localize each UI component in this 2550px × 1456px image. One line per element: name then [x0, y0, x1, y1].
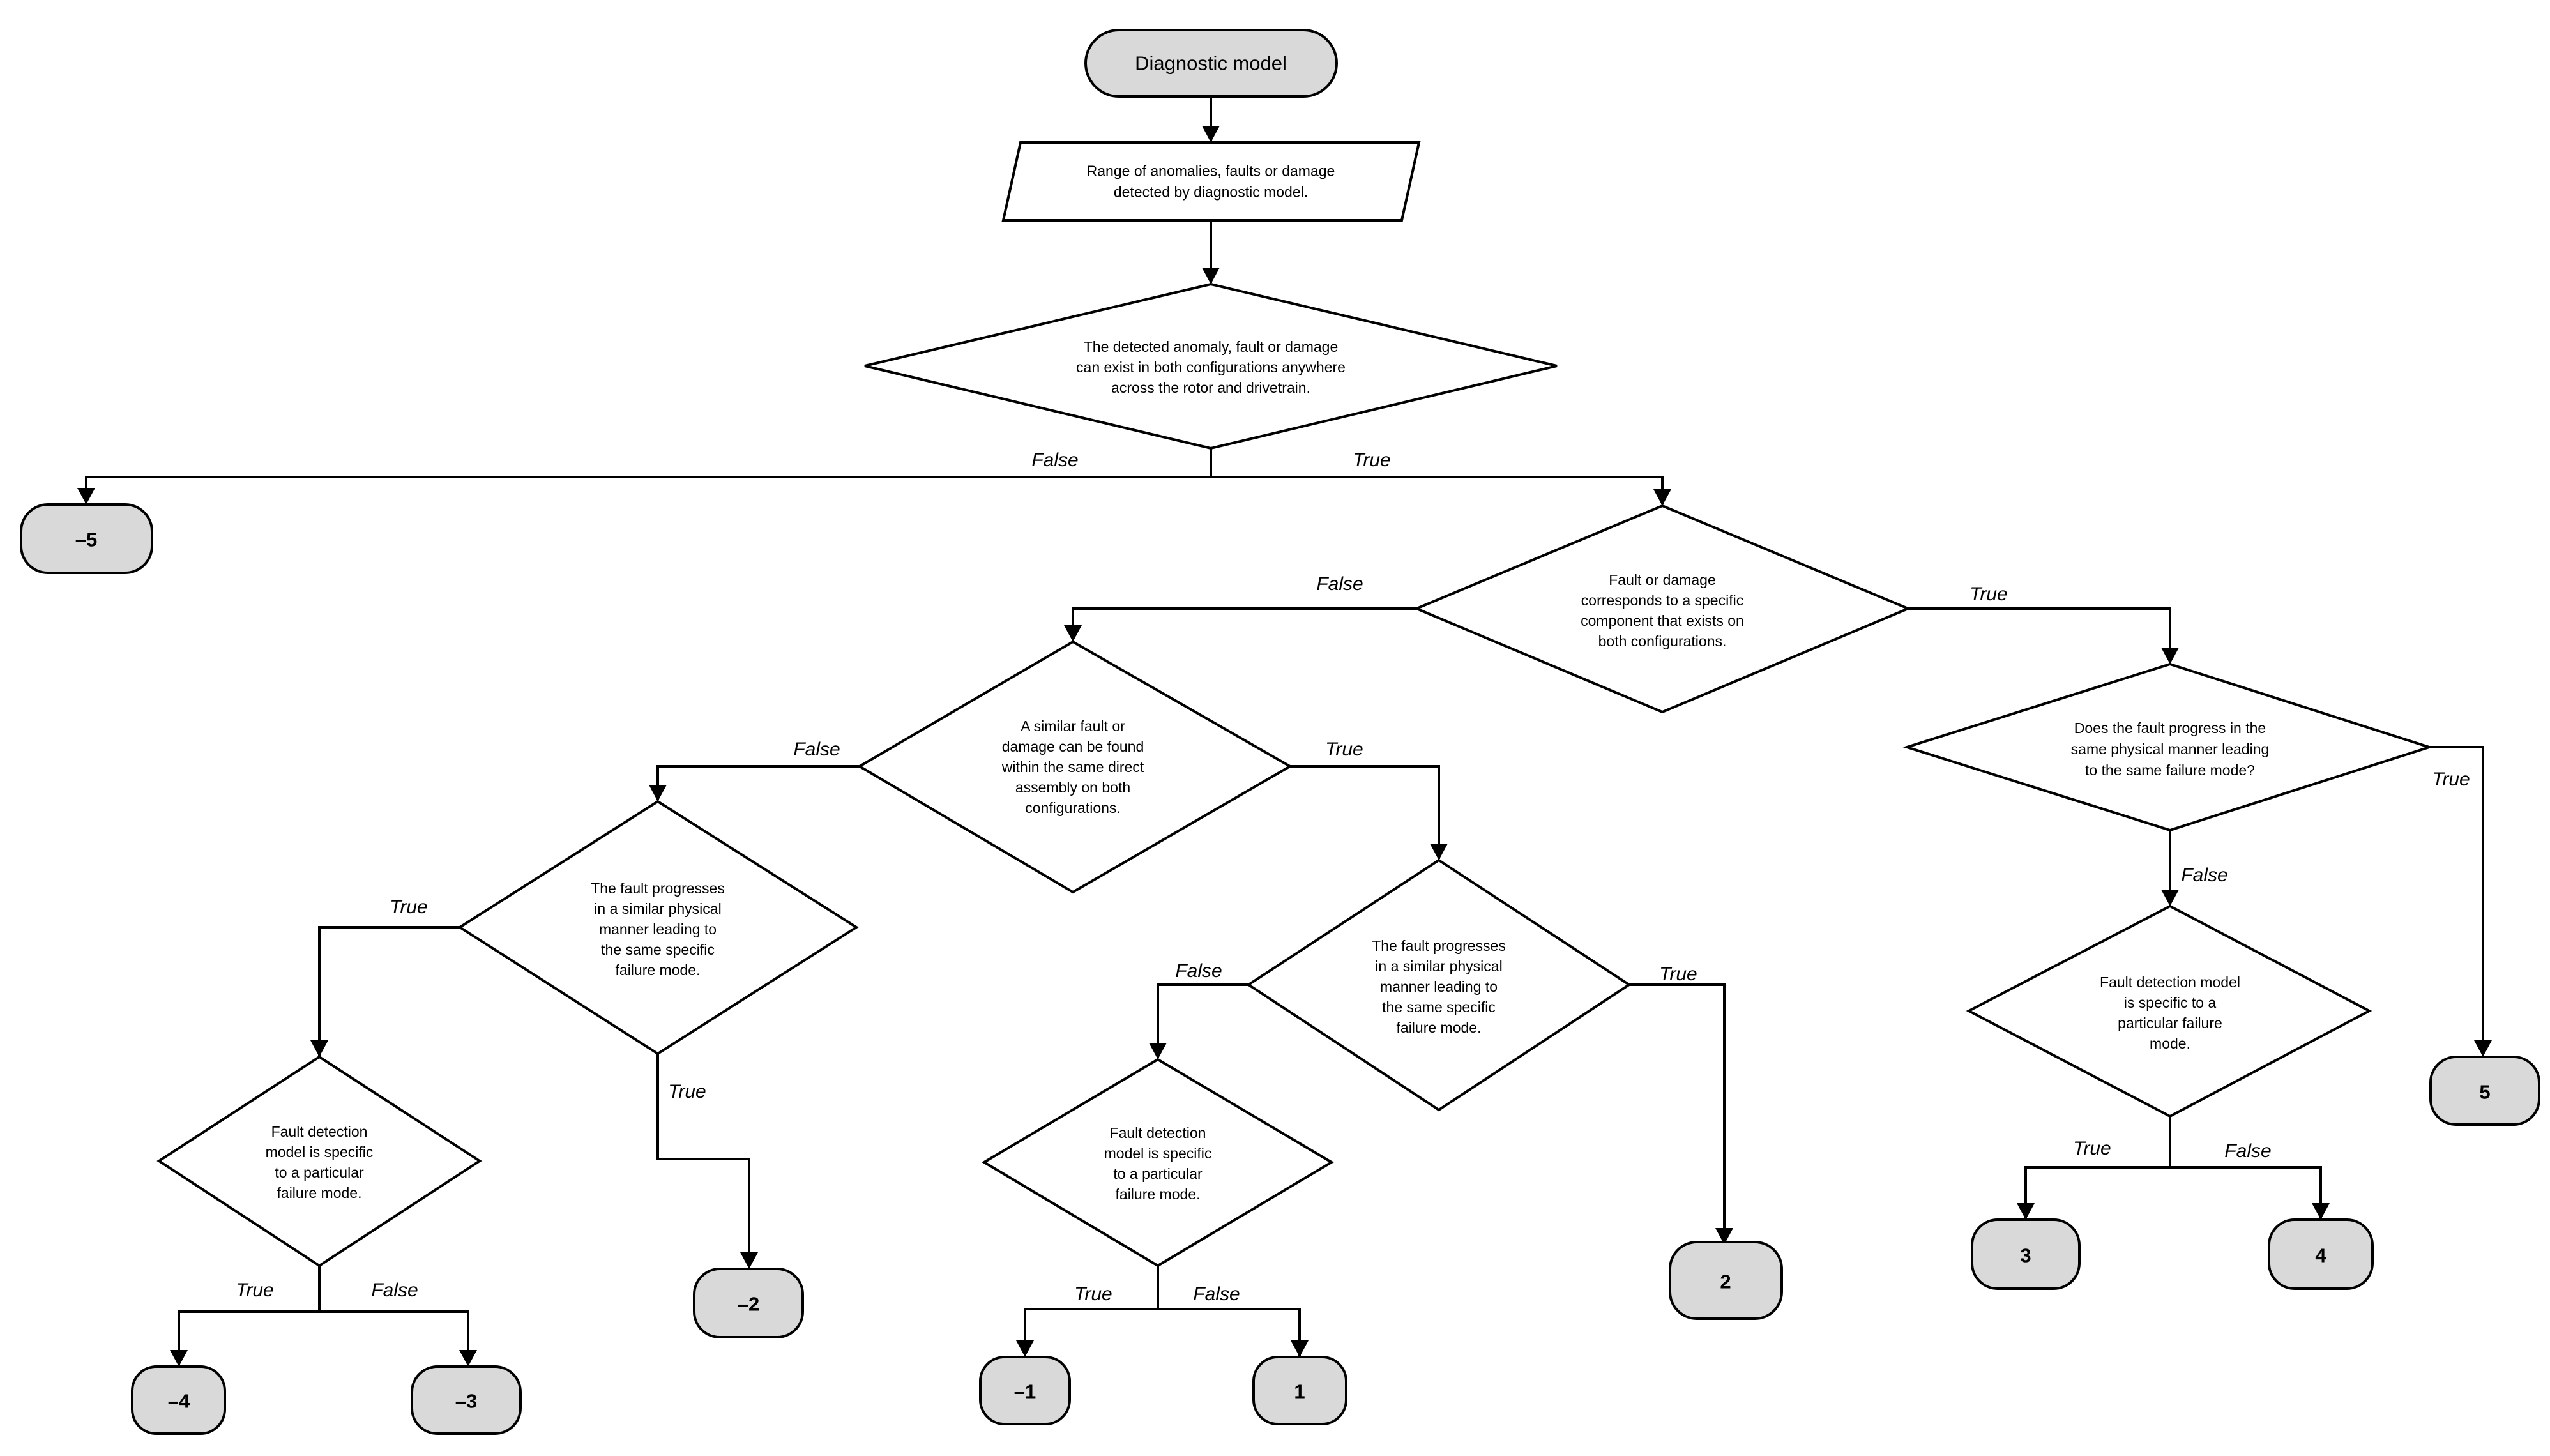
outcome-p3-label: 3 [2020, 1245, 2031, 1267]
label-d1-false: False [1031, 450, 1078, 471]
label-d7-false: False [371, 1280, 418, 1301]
label-d9-true: True [2073, 1138, 2111, 1159]
label-d4-false: False [2181, 865, 2227, 886]
label-d2-true: True [1969, 584, 2007, 605]
start-node: Diagnostic model [1084, 29, 1338, 98]
label-d4-true: True [2432, 769, 2470, 790]
outcome-p5-label: 5 [2479, 1081, 2490, 1103]
label-d6-false: False [1175, 960, 1222, 982]
outcome-p4-label: 4 [2315, 1245, 2326, 1267]
outcome-p2-label: 2 [1720, 1271, 1731, 1293]
label-d3-false: False [793, 739, 840, 760]
label-d6-true: True [1659, 964, 1697, 985]
outcome-p5: 5 [2429, 1056, 2540, 1126]
outcome-m2: –2 [693, 1268, 804, 1338]
label-d1-true: True [1353, 450, 1390, 471]
outcome-m1-label: –1 [1014, 1381, 1036, 1403]
label-d5-true: True [390, 897, 427, 918]
outcome-m3-label: –3 [455, 1390, 477, 1413]
outcome-m1: –1 [979, 1356, 1071, 1425]
outcome-p1-label: 1 [1294, 1381, 1305, 1403]
label-d2-false: False [1316, 573, 1363, 595]
label-d7-true: True [236, 1280, 273, 1301]
outcome-p2: 2 [1669, 1241, 1783, 1320]
label-d3-true: True [1325, 739, 1363, 760]
outcome-m5-label: –5 [75, 529, 97, 551]
outcome-m4: –4 [131, 1365, 226, 1435]
label-d8-false: False [1193, 1284, 1240, 1305]
outcome-p3: 3 [1971, 1218, 2081, 1290]
connectors [77, 96, 2492, 1367]
label-d5-true-down: True [668, 1081, 706, 1102]
outcome-m2-label: –2 [738, 1293, 759, 1316]
branch-labels: False True False True False True True Fa… [236, 450, 2470, 1305]
label-d8-true: True [1074, 1284, 1112, 1305]
outcome-m3: –3 [411, 1365, 522, 1435]
start-node-label: Diagnostic model [1135, 52, 1287, 75]
outcome-m4-label: –4 [168, 1390, 190, 1413]
outcome-m5: –5 [20, 503, 153, 574]
outcome-p1: 1 [1252, 1356, 1347, 1425]
label-d9-false: False [2224, 1141, 2271, 1162]
outcome-p4: 4 [2268, 1218, 2374, 1290]
